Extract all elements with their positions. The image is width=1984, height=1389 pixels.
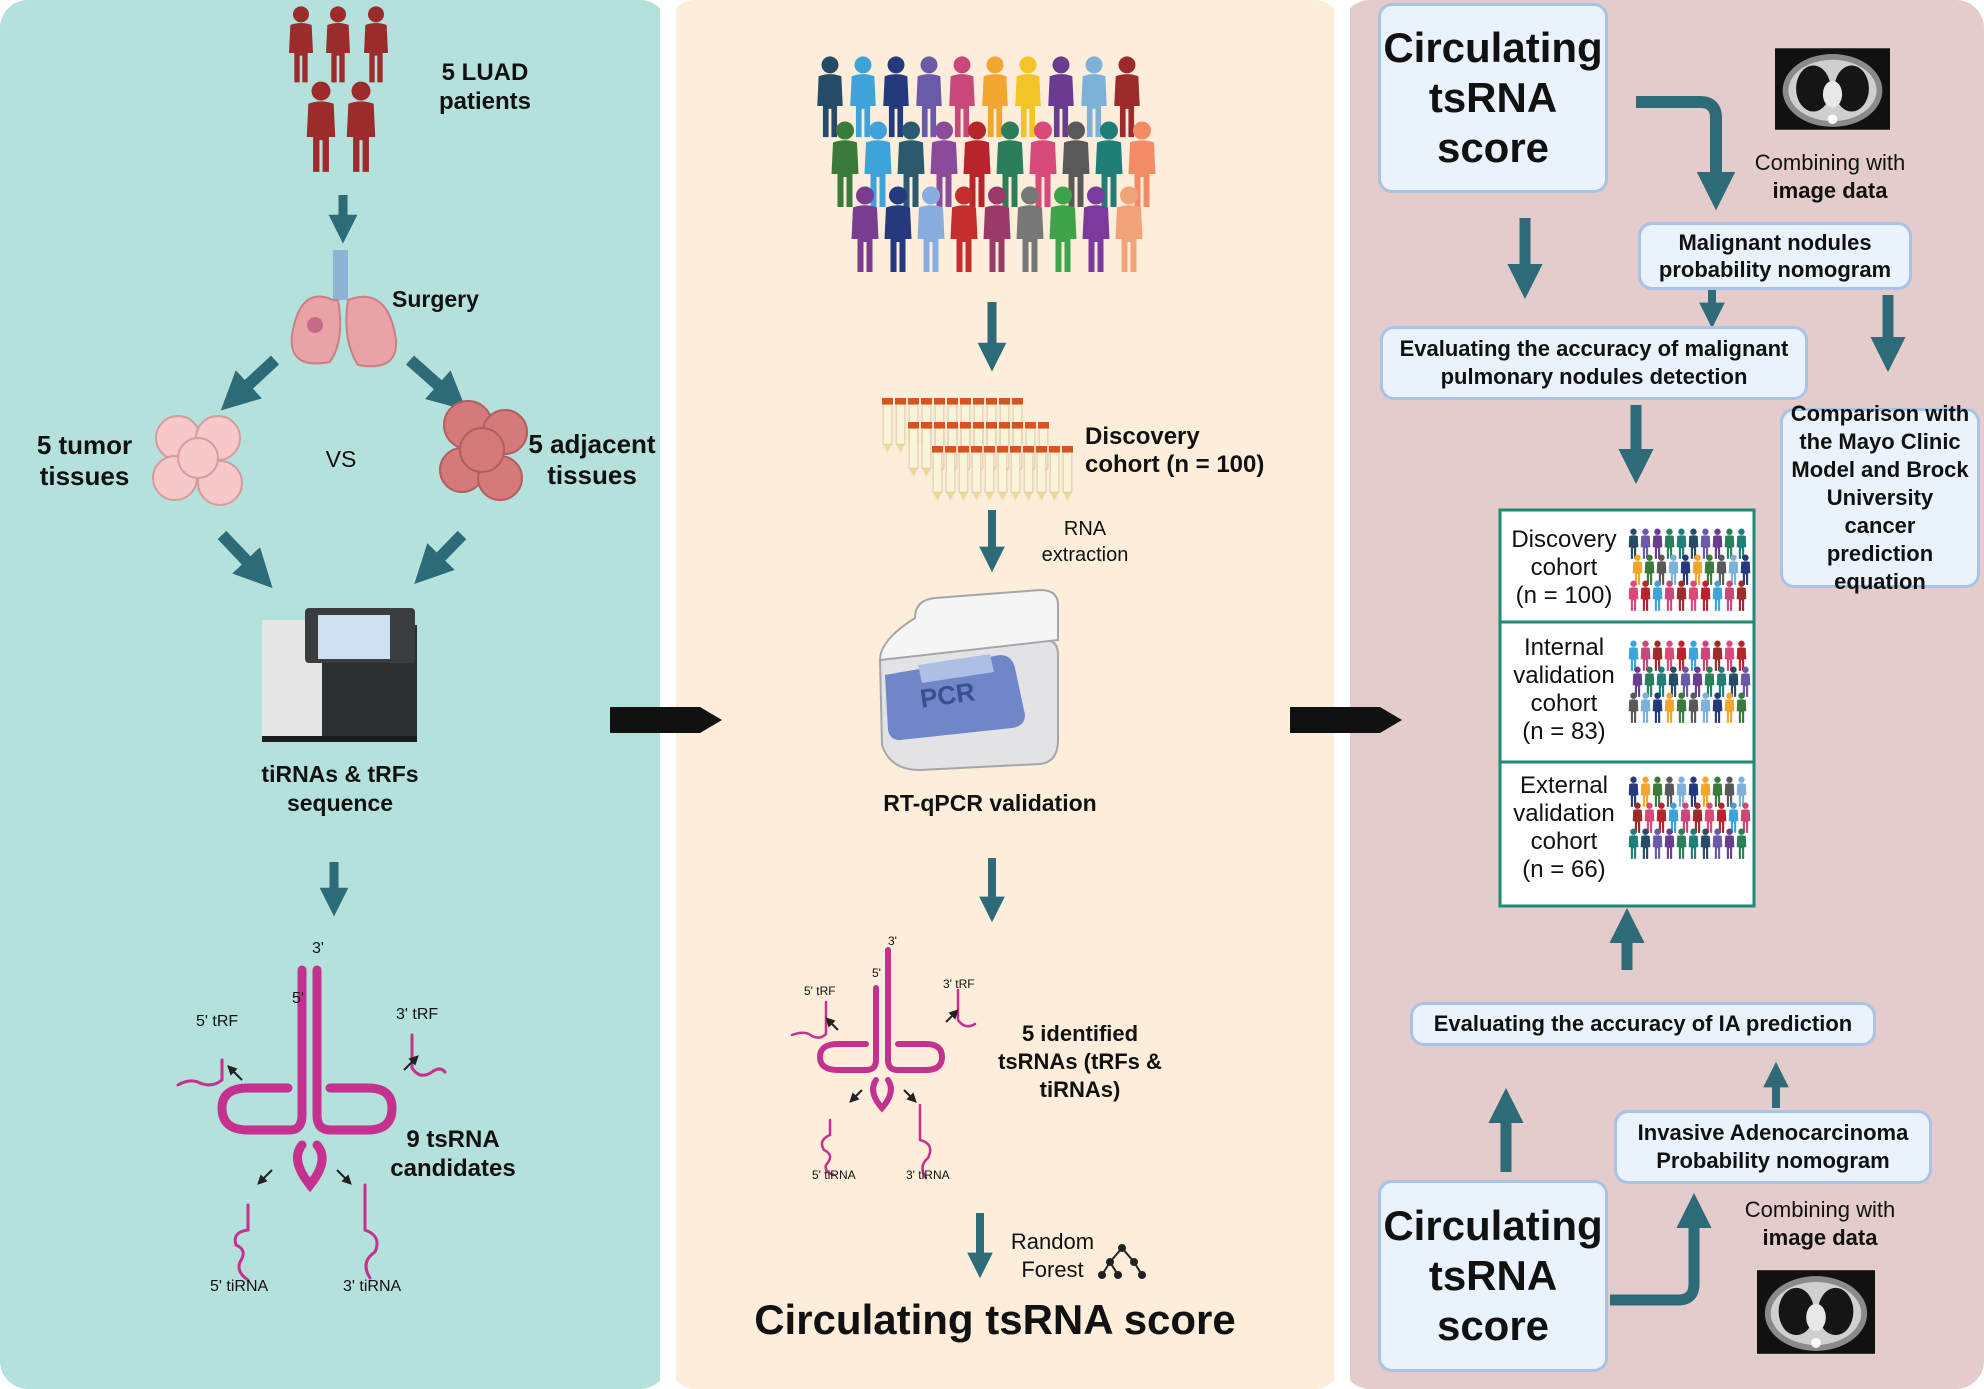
five-tirna-fragment-left: [233, 1203, 250, 1282]
rna-extraction-label: RNA extraction: [1041, 518, 1129, 566]
three-tirna-label-middle: 3' tiRNA: [906, 1168, 950, 1182]
eval-malignant-box: Evaluating the accuracy of malignant pul…: [1380, 326, 1808, 400]
trna-structure-middle: [816, 947, 946, 1113]
rtqpcr-label: RT-qPCR validation: [883, 790, 1097, 816]
cohort-1: Discovery cohort (n = 100): [1502, 526, 1626, 610]
score-title-middle: Circulating tsRNA score: [754, 1296, 1236, 1343]
five-trf-fragment-left: [176, 1058, 224, 1087]
random-forest-icon: [1098, 1244, 1146, 1279]
combining-top-line2: image data: [1772, 178, 1888, 203]
nomogram-malignant-box: Malignant nodules probability nomogram: [1638, 222, 1912, 290]
three-trf-fragment-left: [410, 1033, 447, 1077]
three-tirna-label-left: 3' tiRNA: [343, 1278, 402, 1295]
vs-label: VS: [325, 446, 357, 472]
cohort-1-n: (n = 100): [1515, 582, 1613, 609]
random-forest-label: Random Forest: [1010, 1229, 1095, 1282]
cohort-3-n: (n = 66): [1522, 856, 1606, 883]
cohort-3: External validation cohort (n = 66): [1502, 772, 1626, 884]
trna-structure-left: [217, 965, 397, 1193]
cohort-3-name: External validation cohort: [1513, 772, 1615, 855]
candidates-label: 9 tsRNA candidates: [390, 1126, 516, 1182]
nomogram-ia-box: Invasive Adenocarcinoma Probability nomo…: [1614, 1110, 1932, 1184]
patients-label: 5 LUAD patients: [438, 59, 531, 115]
ct-scan-top-icon: [1775, 48, 1890, 130]
combining-bottom-line2: image data: [1762, 1225, 1878, 1250]
tumor-tissue-icon: [152, 415, 243, 506]
adjacent-tissues-label: 5 adjacent tissues: [528, 429, 656, 490]
panel-transition-arrow-1: [610, 707, 722, 733]
score-box-bottom: Circulating tsRNA score: [1378, 1180, 1608, 1372]
five-tirna-fragment-middle: [820, 1118, 836, 1177]
sequencer-icon: [262, 608, 417, 742]
pcr-machine-icon: [878, 588, 1059, 772]
adjacent-tissue-icon: [439, 400, 528, 501]
three-trf-label-middle: 3' tRF: [943, 977, 975, 991]
three-prime-label-left: 3': [312, 940, 324, 957]
discovery-cohort-label: cohort (n = 100): [1085, 451, 1265, 478]
three-tirna-fragment-middle: [918, 1103, 932, 1180]
surgery-label: Surgery: [392, 286, 479, 312]
three-trf-fragment-middle: [956, 988, 977, 1028]
cohort-2: Internal validation cohort (n = 83): [1502, 634, 1626, 746]
cohort-2-n: (n = 83): [1522, 718, 1606, 745]
discovery-label: Discovery: [1085, 423, 1200, 450]
five-tirna-label-middle: 5' tiRNA: [812, 1168, 856, 1182]
lungs-icon: [290, 250, 398, 368]
cohort-2-name: Internal validation cohort: [1513, 634, 1615, 717]
cohort-1-name: Discovery cohort: [1511, 526, 1617, 581]
five-trf-label-middle: 5' tRF: [804, 984, 836, 998]
tumor-tissues-label: 5 tumor tissues: [36, 430, 133, 491]
combining-bottom-line1: Combining with: [1744, 1197, 1896, 1222]
five-prime-label-middle: 5': [872, 966, 881, 980]
combining-top-line1: Combining with: [1754, 150, 1906, 175]
three-trf-label-left: 3' tRF: [396, 1006, 439, 1023]
sequencing-label: tiRNAs & tRFs sequence: [261, 761, 419, 816]
panel-transition-arrow-2: [1290, 707, 1402, 733]
three-tirna-fragment-left: [363, 1183, 379, 1280]
five-trf-fragment-middle: [790, 1000, 828, 1039]
ct-scan-bottom-icon: [1757, 1270, 1875, 1354]
five-trf-label-left: 5' tRF: [196, 1013, 239, 1030]
five-prime-label-left: 5': [292, 990, 304, 1007]
identified-tsrnas-label: 5 identified tsRNAs (tRFs & tiRNAs): [998, 1021, 1162, 1102]
three-prime-label-middle: 3': [888, 934, 897, 948]
score-box-top: Circulating tsRNA score: [1378, 3, 1608, 193]
comparison-box: Comparison with the Mayo Clinic Model an…: [1780, 401, 1980, 594]
eval-ia-box: Evaluating the accuracy of IA prediction: [1410, 1002, 1876, 1046]
five-tirna-label-left: 5' tiRNA: [210, 1278, 269, 1295]
